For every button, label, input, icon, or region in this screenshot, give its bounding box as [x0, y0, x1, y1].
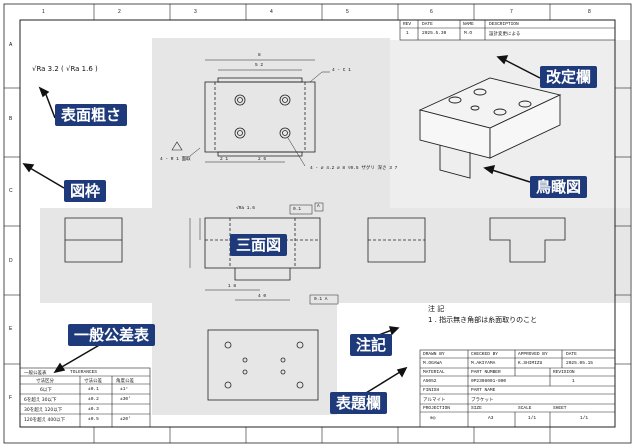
- surface-roughness-symbol: √Ra 3.2 ( √Ra 1.6 ): [32, 65, 98, 73]
- drawing-frame: [3, 3, 632, 444]
- tol-subtitle: TOLERANCES: [70, 370, 98, 375]
- row-label-e: E: [9, 326, 13, 332]
- tb-h-partname: PART NAME: [471, 388, 496, 393]
- row-label-a: A: [9, 42, 13, 48]
- front-datum: A: [317, 204, 320, 209]
- tol-h0: 寸法区分: [36, 379, 54, 384]
- dim-inner: 5 2: [255, 63, 264, 68]
- tb-h-size: SIZE: [471, 406, 482, 411]
- tol-r3c1: ±0.5: [88, 417, 99, 422]
- label-revision: 改定欄: [540, 66, 598, 88]
- col-label-2: 2: [118, 9, 121, 15]
- label-title-block: 表題欄: [330, 392, 388, 414]
- label-surface-roughness: 表面粗さ: [55, 104, 128, 126]
- col-label-3: 3: [194, 9, 197, 15]
- tol-r0c2: ±1°: [120, 387, 129, 392]
- col-label-5: 5: [346, 9, 349, 15]
- notes-title: 注 記: [428, 305, 445, 313]
- tol-r1c1: ±0.2: [88, 397, 99, 402]
- tol-r0c1: ±0.1: [88, 387, 99, 392]
- tol-title: 一般公差表: [24, 371, 47, 376]
- rev-v-rev: 1: [406, 31, 409, 36]
- dim-overall: 8: [258, 53, 261, 58]
- tb-v-sheet: 1/1: [580, 416, 589, 421]
- tol-r0c0: 6以下: [40, 388, 52, 393]
- tol-r3c2: ±20': [120, 417, 131, 422]
- tol-r1c0: 6を超え 30以下: [24, 398, 57, 403]
- label-notes: 注記: [350, 334, 393, 356]
- tb-v-date: 2025.05.15: [566, 361, 594, 366]
- tb-v-approved: K.SHIMIZU: [518, 361, 543, 366]
- tb-v-scale: 1/1: [528, 416, 537, 421]
- col-label-8: 8: [588, 9, 591, 15]
- tb-v-drawn: M.OGAWA: [423, 361, 442, 366]
- dim-chamfer: 4 - R 1 面取: [160, 157, 191, 162]
- tb-v-checked: M.AKIYAMA: [471, 361, 496, 366]
- label-three-view: 三面図: [230, 234, 288, 256]
- bottom-view: [207, 329, 319, 401]
- side-views: [64, 217, 566, 263]
- rev-h-desc: DESCRIPTION: [489, 22, 519, 27]
- tb-v-material: A5052: [423, 379, 437, 384]
- tb-v-size: A3: [488, 416, 494, 421]
- dim-bottom-b: 2 6: [258, 157, 267, 162]
- callout-arrows: [22, 55, 541, 405]
- front-roughness: √Ra 1.6: [236, 206, 255, 211]
- tolerance-table-lines: [19, 367, 151, 428]
- rev-v-desc: 設計変更による: [489, 32, 521, 37]
- tol-r3c0: 120を超え 400以下: [24, 418, 66, 423]
- title-block-lines: [419, 349, 616, 428]
- tb-v-partno: 0P2308001-000: [471, 379, 507, 384]
- front-flatness: 0.1: [293, 207, 302, 212]
- front-dim-w2: 4 0: [258, 294, 267, 299]
- tb-v-revision: 1: [572, 379, 575, 384]
- rev-h-rev: REV: [403, 22, 412, 27]
- tol-r2c0: 30を超え 120以下: [24, 408, 63, 413]
- tb-h-scale: SCALE: [518, 406, 532, 411]
- tb-v-partname: ブラケット: [471, 398, 494, 403]
- tol-h1: 寸法公差: [84, 379, 102, 384]
- rev-h-date: DATE: [422, 22, 433, 27]
- label-drawing-frame: 図枠: [64, 180, 107, 202]
- row-label-f: F: [9, 395, 13, 401]
- tb-v-finish: アルマイト: [423, 398, 446, 403]
- front-perpendicularity: 0.1 A: [314, 297, 328, 302]
- label-isometric: 鳥瞰図: [530, 176, 588, 198]
- row-label-b: B: [9, 116, 13, 122]
- tol-h2: 角度公差: [116, 379, 134, 384]
- tb-h-date: DATE: [566, 352, 577, 357]
- rev-v-name: M.O: [464, 31, 473, 36]
- row-label-d: D: [9, 258, 13, 264]
- front-dim-w1: 1 8: [228, 284, 237, 289]
- dim-bottom-a: 2 1: [220, 157, 229, 162]
- col-label-4: 4: [270, 9, 273, 15]
- revision-table-lines: [399, 19, 616, 41]
- label-tolerance-table: 一般公差表: [68, 324, 156, 346]
- tb-h-sheet: SHEET: [553, 406, 567, 411]
- tb-h-revision: REVISION: [553, 370, 575, 375]
- tb-h-partno: PART NUMBER: [471, 370, 501, 375]
- col-label-7: 7: [510, 9, 513, 15]
- tb-v-projection: ⊕◎: [430, 416, 436, 421]
- tb-h-checked: CHECKED BY: [471, 352, 499, 357]
- notes-item-1: 1 . 指示無き角部は糸面取りのこと: [428, 316, 538, 324]
- tol-r1c2: ±30': [120, 397, 131, 402]
- rev-h-name: NAME: [463, 22, 474, 27]
- col-label-1: 1: [42, 9, 45, 15]
- rev-v-date: 2025.5.30: [422, 31, 447, 36]
- tb-h-projection: PROJECTION: [423, 406, 451, 411]
- tb-h-approved: APPROVED BY: [518, 352, 548, 357]
- tb-h-drawn: DRAWN BY: [423, 352, 445, 357]
- frame-ticks: [4, 4, 631, 443]
- tol-r2c1: ±0.3: [88, 407, 99, 412]
- dim-hole: 4 - C 1: [332, 68, 351, 73]
- top-view: [171, 59, 330, 167]
- isometric-view: [418, 77, 562, 179]
- tb-h-material: MATERIAL: [423, 370, 445, 375]
- row-label-c: C: [9, 188, 13, 194]
- dim-spec: 4 - ⌀ 4.2 ⌀ 8 ▽0.5 ザグリ 深さ 3 7: [310, 166, 398, 171]
- col-label-6: 6: [430, 9, 433, 15]
- tb-h-finish: FINISH: [423, 388, 440, 393]
